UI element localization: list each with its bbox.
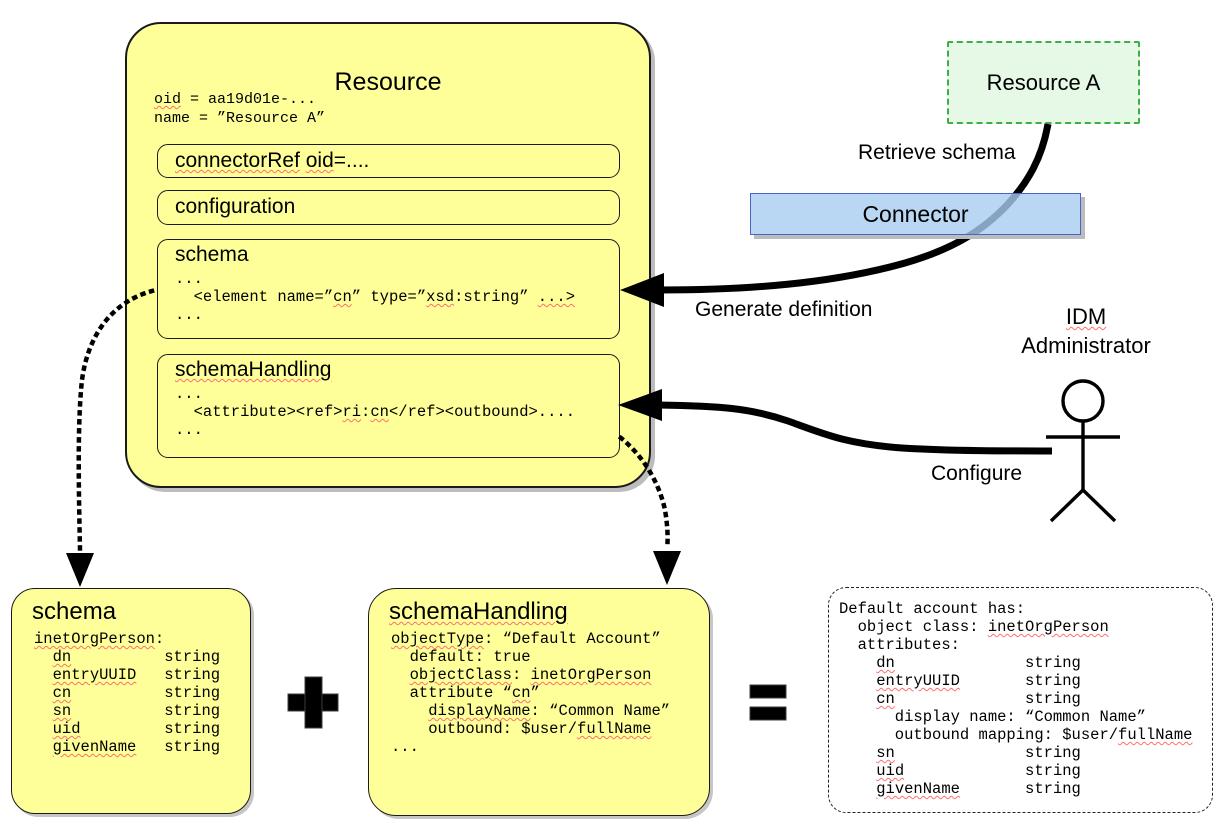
configure-label: Configure: [931, 462, 1023, 485]
configuration-title: configuration: [175, 195, 296, 218]
schema-section: schema ... <element name=”cn” type=”xsd:…: [157, 239, 620, 339]
result-box-text: Default account has: object class: inetO…: [839, 600, 1193, 798]
bottom-schema-box: schema inetOrgPerson: dn string entryUUI…: [11, 588, 251, 814]
schema-handling-section-code: ... <attribute><ref>ri:cn</ref><outbound…: [175, 385, 575, 439]
resource-a-label: Resource A: [986, 69, 1101, 95]
resource-meta-text: oid = aa19d01e-...name = ”Resource A”: [154, 91, 326, 127]
idm-administrator-figure: [1046, 379, 1120, 523]
connector-label: Connector: [862, 200, 969, 227]
equals-operator: [749, 684, 787, 721]
bottom-schema-title: schema: [32, 598, 117, 625]
configure-curve: [618, 389, 1053, 455]
bottom-schema-text: inetOrgPerson: dn string entryUUID strin…: [34, 630, 221, 756]
configuration-section: configuration: [157, 190, 620, 225]
bottom-schema-handling-title: schemaHandling: [389, 598, 568, 625]
resource-title: Resource: [334, 68, 442, 96]
connector-ref-title: connectorRef oid=....: [175, 149, 370, 172]
schema-section-title: schema: [175, 243, 249, 266]
retrieve-schema-label: Retrieve schema: [858, 141, 1016, 164]
schema-handling-section: schemaHandling ... <attribute><ref>ri:cn…: [157, 354, 620, 458]
figure-head: [1061, 379, 1105, 423]
bottom-schema-handling-box: schemaHandling objectType: “Default Acco…: [368, 588, 710, 816]
schema-handling-section-title: schemaHandling: [175, 358, 332, 381]
resource-box: Resource oid = aa19d01e-...name = ”Resou…: [125, 22, 651, 488]
resource-a-box: Resource A: [947, 41, 1140, 124]
connector-box: Connector: [750, 193, 1081, 235]
plus-operator: [287, 676, 339, 729]
generate-definition-label: Generate definition: [695, 298, 873, 321]
figure-left-leg: [1049, 488, 1085, 523]
result-box: Default account has: object class: inetO…: [828, 587, 1213, 813]
bottom-schema-handling-text: objectType: “Default Account” default: t…: [391, 630, 671, 756]
schema-section-code: ... <element name=”cn” type=”xsd:string”…: [175, 270, 576, 324]
figure-right-leg: [1081, 488, 1117, 523]
connector-ref-section: connectorRef oid=....: [157, 144, 620, 178]
